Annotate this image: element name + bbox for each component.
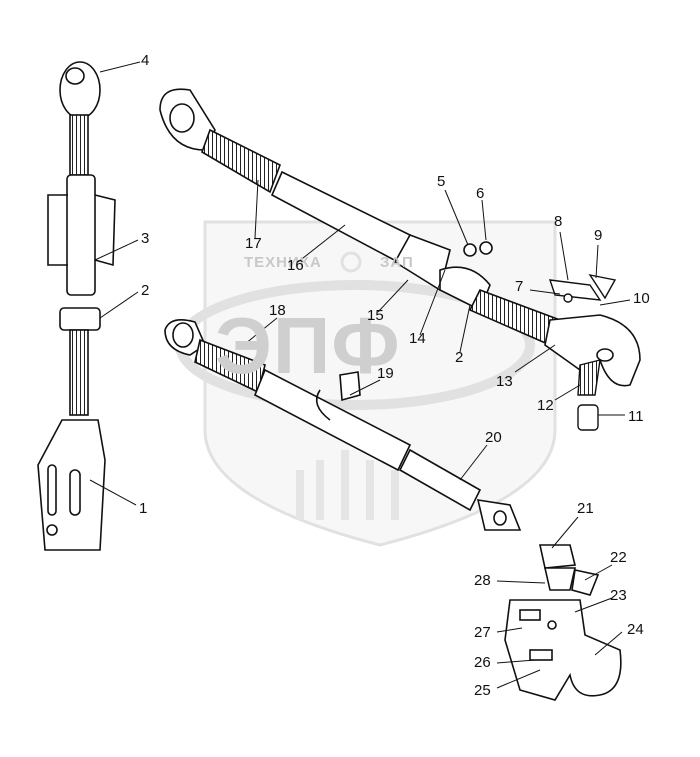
label-8: 8 [554,213,563,230]
hook-assembly [504,544,622,701]
label-10: 10 [633,290,650,307]
label-21: 21 [577,500,594,517]
label-24: 24 [627,621,644,638]
label-19: 19 [377,365,394,382]
latch-parts [548,273,617,431]
label-15: 15 [367,307,384,324]
watermark-text-left: ТЕХНИКА [244,254,322,271]
label-6: 6 [476,185,485,202]
watermark-text-right: ЗАП [380,254,414,271]
label-26: 26 [474,654,491,671]
label-5: 5 [437,173,446,190]
label-1: 1 [139,500,148,517]
label-17: 17 [245,235,262,252]
label-2-right: 2 [455,349,464,366]
upper-link [159,88,641,387]
label-14: 14 [409,330,426,347]
label-16: 16 [287,257,304,274]
label-18: 18 [269,302,286,319]
label-13: 13 [496,373,513,390]
leader-lines [89,61,631,689]
label-9: 9 [594,227,603,244]
label-20: 20 [485,429,502,446]
label-22: 22 [610,549,627,566]
label-27: 27 [474,624,491,641]
label-12: 12 [537,397,554,414]
label-25: 25 [474,682,491,699]
label-2-left: 2 [141,282,150,299]
watermark-logo: ЭПФ [215,301,401,390]
lower-link [164,319,522,531]
label-4: 4 [141,52,150,69]
label-23: 23 [610,587,627,604]
label-28: 28 [474,572,491,589]
left-link [37,61,116,551]
label-11: 11 [628,408,644,425]
label-7: 7 [515,278,524,295]
label-3: 3 [141,230,150,247]
